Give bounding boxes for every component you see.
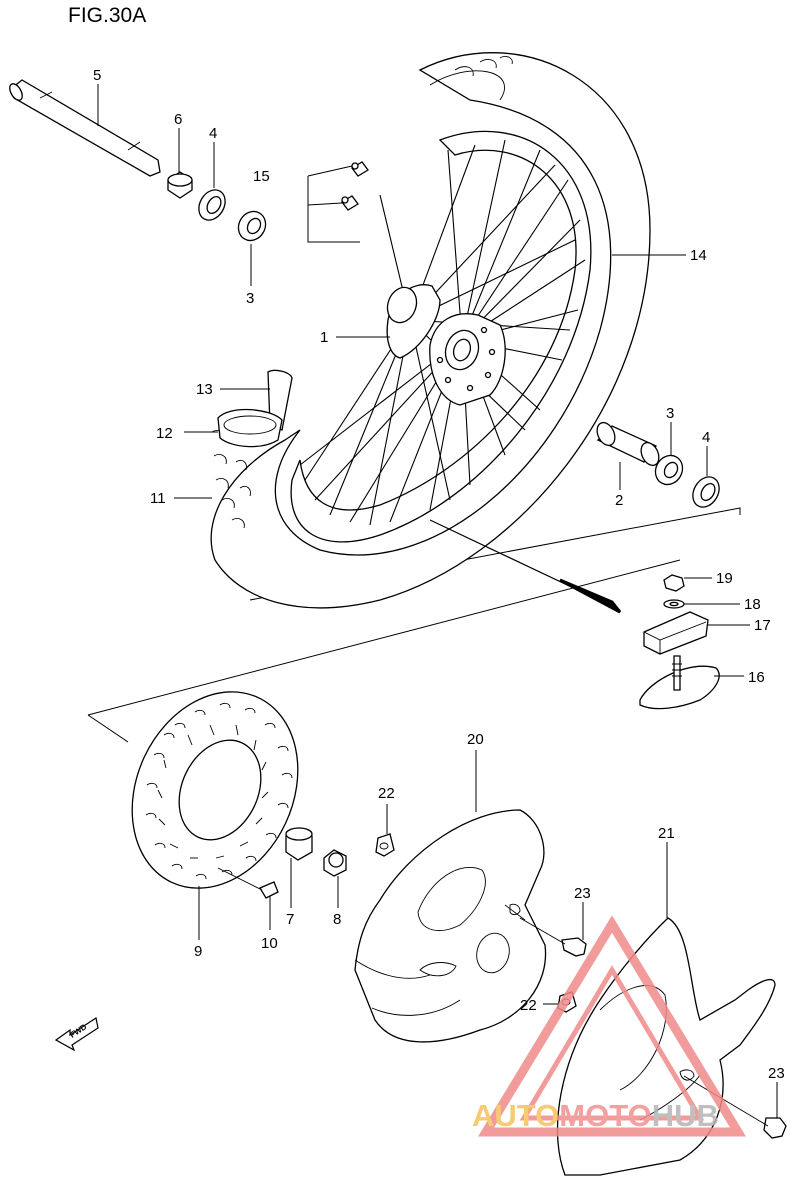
callout-13: 13 xyxy=(196,381,213,398)
rim-lock-part-17 xyxy=(643,611,709,655)
leader-15 xyxy=(307,165,360,243)
callout-9: 9 xyxy=(194,943,202,960)
washer-part-18 xyxy=(663,599,685,609)
callout-10: 10 xyxy=(261,935,278,952)
fwd-arrow-icon: FWD xyxy=(54,1017,99,1052)
callout-1: 1 xyxy=(320,329,328,346)
callout-4: 4 xyxy=(209,125,217,142)
callout-labels: 5 6 4 3 15 14 1 13 12 11 3 4 2 19 18 17 … xyxy=(93,67,785,1082)
hub-part xyxy=(386,284,506,406)
callout-15: 15 xyxy=(253,168,270,185)
callout-11: 11 xyxy=(150,490,166,507)
callout-22: 22 xyxy=(378,785,395,802)
callout-19: 19 xyxy=(716,570,733,587)
callout-2: 2 xyxy=(615,492,623,509)
callout-17: 17 xyxy=(754,617,771,634)
callout-21: 21 xyxy=(658,825,675,842)
brake-disc-part-9 xyxy=(131,691,299,889)
leader-lines xyxy=(97,84,778,1118)
callout-18: 18 xyxy=(744,596,761,613)
bolt-part-23-upper xyxy=(519,917,587,957)
nipple-part-15 xyxy=(341,161,369,211)
watermark-auto: AUTOMOTOHUB xyxy=(472,1098,719,1133)
oil-seal-part-4-lower xyxy=(692,476,720,508)
watermark-logo: AUTOMOTOHUB xyxy=(472,915,746,1137)
bolt-part-23-lower xyxy=(683,1075,787,1139)
collar-part-8 xyxy=(323,849,347,877)
bearing-part-3-upper xyxy=(237,210,267,242)
bearing-part-3-lower xyxy=(654,454,684,486)
callout-8: 8 xyxy=(333,911,341,928)
callout-4b: 4 xyxy=(702,429,710,446)
callout-7: 7 xyxy=(286,911,294,928)
callout-20: 20 xyxy=(467,731,484,748)
callout-6: 6 xyxy=(174,111,182,128)
rim-lock-part-16 xyxy=(639,655,720,710)
figure-title: FIG.30A xyxy=(68,4,147,27)
callout-14: 14 xyxy=(690,247,707,264)
nut-part-19 xyxy=(663,574,685,592)
tire-part xyxy=(210,52,651,609)
section-divider-lower xyxy=(87,559,681,743)
axle-part xyxy=(9,79,161,177)
callout-16: 16 xyxy=(748,669,765,686)
disc-cover-part-20 xyxy=(354,809,547,1043)
spacer-part-2 xyxy=(596,421,660,467)
callout-3: 3 xyxy=(246,290,254,307)
grommet-part-22-upper xyxy=(375,833,395,857)
callout-23: 23 xyxy=(574,885,591,902)
bolt-part-10 xyxy=(217,867,279,899)
callout-22b: 22 xyxy=(520,997,537,1014)
spacer-part-6 xyxy=(167,171,193,199)
rim-part xyxy=(290,130,592,543)
callout-23b: 23 xyxy=(768,1065,785,1082)
callout-3b: 3 xyxy=(666,405,674,422)
valve-arrow xyxy=(559,578,622,614)
callout-12: 12 xyxy=(156,425,173,442)
callout-5: 5 xyxy=(93,67,101,84)
collar-part-7 xyxy=(285,827,313,861)
tube-part-12 xyxy=(217,408,283,448)
oil-seal-part-4-upper xyxy=(198,189,226,221)
